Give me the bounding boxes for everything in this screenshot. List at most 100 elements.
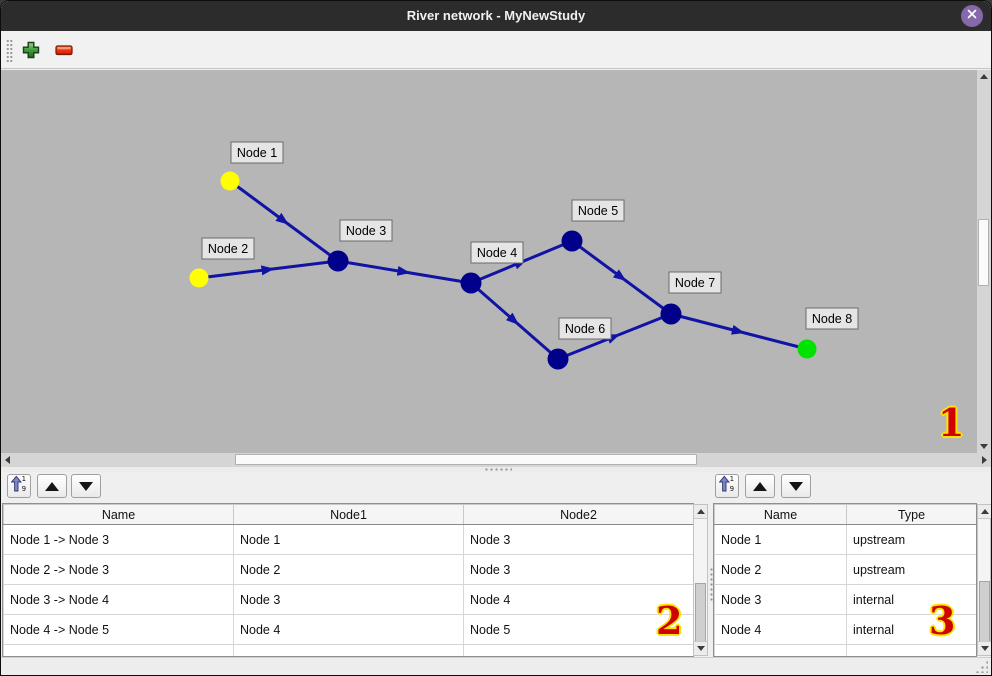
vertical-scroll-thumb[interactable] <box>695 583 706 645</box>
horizontal-scroll-thumb[interactable] <box>235 454 697 465</box>
vertical-scroll-thumb[interactable] <box>979 581 990 644</box>
table-cell[interactable]: Node 3 <box>233 584 464 615</box>
scroll-down-button[interactable] <box>694 641 707 655</box>
table-cell[interactable]: internal <box>846 584 976 615</box>
table-cell[interactable]: Node 1 -> Node 3 <box>3 524 234 555</box>
scroll-up-button[interactable] <box>694 505 707 519</box>
up-triangle-icon <box>980 509 989 514</box>
network-edge[interactable] <box>229 179 339 263</box>
scroll-down-button[interactable] <box>980 444 988 449</box>
node-label[interactable]: Node 2 <box>201 237 255 260</box>
network-edge[interactable] <box>198 259 339 280</box>
nodes-move-down-button[interactable] <box>781 474 811 498</box>
table-cell[interactable] <box>3 644 234 656</box>
table-cell[interactable] <box>846 644 976 656</box>
scroll-down-button[interactable] <box>978 641 991 655</box>
nodes-table-scrollbar[interactable] <box>977 504 991 656</box>
scroll-up-button[interactable] <box>980 74 988 79</box>
column-header[interactable]: Node1 <box>233 504 464 525</box>
network-node[interactable] <box>660 303 682 325</box>
canvas-horizontal-scrollbar[interactable] <box>1 453 991 467</box>
table-cell[interactable]: Node 3 -> Node 4 <box>3 584 234 615</box>
nodes-sort-button[interactable]: 1 9 <box>715 474 739 498</box>
network-canvas[interactable]: Node 1 Node 2 Node 3 Node 4 Node 5 Node 6 Node… <box>1 70 977 453</box>
column-header[interactable]: Name <box>714 504 847 525</box>
table-cell[interactable]: Node 1 <box>233 524 464 555</box>
add-node-button[interactable] <box>22 41 40 64</box>
vertical-splitter-handle[interactable] <box>709 504 714 656</box>
table-cell[interactable]: upstream <box>846 554 976 585</box>
svg-text:9: 9 <box>729 485 733 492</box>
node-label[interactable]: Node 8 <box>805 307 859 330</box>
table-cell[interactable]: Node 3 <box>463 554 693 585</box>
close-button[interactable] <box>961 5 983 27</box>
toolbar-drag-handle[interactable] <box>6 39 13 62</box>
scroll-up-button[interactable] <box>978 505 991 519</box>
table-cell[interactable]: Node 4 <box>714 614 847 645</box>
network-node[interactable] <box>189 268 209 288</box>
table-cell[interactable]: Node 3 <box>714 584 847 615</box>
network-node[interactable] <box>797 339 817 359</box>
table-cell[interactable] <box>714 644 847 656</box>
table-cell[interactable]: Node 4 -> Node 5 <box>3 614 234 645</box>
table-cell[interactable]: upstream <box>846 524 976 555</box>
network-node[interactable] <box>561 230 583 252</box>
network-node[interactable] <box>460 272 482 294</box>
column-header[interactable]: Name <box>3 504 234 525</box>
network-node[interactable] <box>327 250 349 272</box>
down-triangle-icon <box>789 481 803 491</box>
links-sort-button[interactable]: 1 9 <box>7 474 31 498</box>
links-move-up-button[interactable] <box>37 474 67 498</box>
vertical-scroll-thumb[interactable] <box>978 219 989 286</box>
node-label[interactable]: Node 4 <box>470 241 524 264</box>
horizontal-splitter-handle[interactable] <box>1 467 991 472</box>
node-label[interactable]: Node 1 <box>230 141 284 164</box>
table-cell[interactable]: Node 4 <box>463 584 693 615</box>
scroll-right-button[interactable] <box>982 456 987 464</box>
column-header[interactable]: Type <box>846 504 976 525</box>
window-resize-grip[interactable] <box>975 660 988 673</box>
node-label[interactable]: Node 6 <box>558 317 612 340</box>
node-label[interactable]: Node 7 <box>668 271 722 294</box>
table-cell[interactable] <box>463 644 693 656</box>
network-edge[interactable] <box>571 239 672 316</box>
network-edge[interactable] <box>670 312 808 351</box>
node-label[interactable]: Node 5 <box>571 199 625 222</box>
canvas-vertical-scrollbar[interactable] <box>977 70 991 453</box>
table-cell[interactable]: Node 4 <box>233 614 464 645</box>
links-move-down-button[interactable] <box>71 474 101 498</box>
nodes-move-up-button[interactable] <box>745 474 775 498</box>
table-row[interactable] <box>714 644 976 656</box>
table-cell[interactable]: internal <box>846 614 976 645</box>
table-cell[interactable] <box>233 644 464 656</box>
network-node[interactable] <box>547 348 569 370</box>
table-cell[interactable]: Node 1 <box>714 524 847 555</box>
network-diagram[interactable]: Node 1 Node 2 Node 3 Node 4 Node 5 Node 6 Node… <box>1 70 977 453</box>
network-node[interactable] <box>220 171 240 191</box>
network-edge[interactable] <box>337 259 472 285</box>
links-table-scrollbar[interactable] <box>693 504 708 656</box>
table-cell[interactable]: Node 2 -> Node 3 <box>3 554 234 585</box>
table-cell[interactable]: Node 2 <box>714 554 847 585</box>
scroll-left-button[interactable] <box>5 456 10 464</box>
left-triangle-icon <box>5 456 10 464</box>
remove-node-button[interactable] <box>55 41 73 64</box>
column-header[interactable]: Node2 <box>463 504 693 525</box>
table-cell[interactable]: Node 2 <box>233 554 464 585</box>
network-edge[interactable] <box>470 281 559 361</box>
table-cell[interactable]: Node 3 <box>463 524 693 555</box>
node-label[interactable]: Node 3 <box>339 219 393 242</box>
table-cell[interactable]: Node 5 <box>463 614 693 645</box>
titlebar[interactable]: River network - MyNewStudy <box>1 1 991 31</box>
table-row[interactable] <box>3 644 693 656</box>
network-edge[interactable] <box>557 312 672 361</box>
